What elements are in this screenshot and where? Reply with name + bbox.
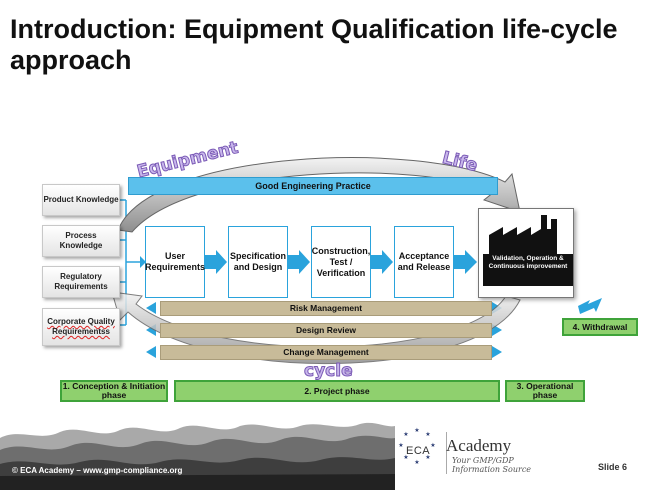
phase-label: Specification and Design xyxy=(229,251,286,272)
knowledge-label: Product Knowledge xyxy=(43,195,119,204)
band-risk-management: Risk Management xyxy=(160,301,492,316)
phase-bar-project: 2. Project phase xyxy=(174,380,500,402)
good-engineering-practice-bar: Good Engineering Practice xyxy=(128,177,498,195)
validation-operation-box: Validation, Operation & Continuous impro… xyxy=(478,208,574,298)
svg-text:★: ★ xyxy=(403,454,408,461)
phase-label: User Requirements xyxy=(145,251,206,272)
knowledge-label: Regulatory Requirements xyxy=(54,272,108,291)
withdrawal-arrow xyxy=(578,298,602,314)
knowledge-box-regulatory: Regulatory Requirements xyxy=(42,266,120,298)
band-design-review: Design Review xyxy=(160,323,492,338)
factory-icon xyxy=(489,215,557,255)
svg-text:★: ★ xyxy=(414,459,419,466)
svg-text:★: ★ xyxy=(398,442,403,449)
tagline-line-1: Your GMP/GDP xyxy=(452,456,514,465)
footer-copyright: © ECA Academy – www.gmp-compliance.org xyxy=(12,466,183,475)
bracket-arrow-head xyxy=(140,256,146,268)
phase-box-construction-test: Construction, Test / Verification xyxy=(311,226,371,298)
knowledge-box-product: Product Knowledge xyxy=(42,184,120,216)
phase-label: Construction, Test / Verification xyxy=(311,245,371,278)
wordart-cycle: cycle xyxy=(304,361,354,382)
eca-star-ring-logo: ★ ★ ★ ★ ★ ★ ★ ★ xyxy=(398,427,435,466)
phase-flow-arrows xyxy=(205,250,477,274)
phase-box-user-requirements: User Requirements xyxy=(145,226,205,298)
academy-brand: Academy xyxy=(446,436,512,455)
knowledge-box-process: Process Knowledge xyxy=(42,225,120,257)
svg-text:★: ★ xyxy=(414,427,419,434)
slide-title: Introduction: Equipment Qualification li… xyxy=(10,14,630,76)
phase-bar-conception: 1. Conception & Initiation phase xyxy=(60,380,168,402)
svg-text:★: ★ xyxy=(425,431,430,438)
svg-text:★: ★ xyxy=(430,442,435,449)
slide-title-line-1: Introduction: Equipment Qualification li… xyxy=(10,14,618,44)
phase-box-specification-design: Specification and Design xyxy=(228,226,288,298)
svg-text:★: ★ xyxy=(425,454,430,461)
eca-logo-text: ECA xyxy=(406,445,431,457)
slide-title-line-2: approach xyxy=(10,45,132,75)
tagline-line-2: Information Source xyxy=(452,465,532,474)
validation-operation-label: Validation, Operation & Continuous impro… xyxy=(483,254,573,286)
phase-bar-label: 2. Project phase xyxy=(304,385,370,396)
withdrawal-phase: 4. Withdrawal xyxy=(562,318,638,336)
phase-bar-operational: 3. Operational phase xyxy=(505,380,585,402)
phase-bar-label: 3. Operational phase xyxy=(516,381,574,400)
knowledge-box-corporate: Corporate Quality Requirementss xyxy=(42,308,120,346)
slide-number: Slide 6 xyxy=(598,462,628,472)
svg-text:★: ★ xyxy=(403,431,408,438)
knowledge-label: Process Knowledge xyxy=(59,231,103,250)
phase-box-acceptance-release: Acceptance and Release xyxy=(394,226,454,298)
band-change-management: Change Management xyxy=(160,345,492,360)
academy-tagline: Your GMP/GDP Information Source xyxy=(452,456,531,474)
phase-bar-label: 1. Conception & Initiation phase xyxy=(62,381,166,400)
footer-photo xyxy=(0,420,395,490)
knowledge-label: Corporate Quality Requirementss xyxy=(47,317,115,336)
phase-label: Acceptance and Release xyxy=(397,251,451,272)
logo-divider xyxy=(446,432,447,474)
